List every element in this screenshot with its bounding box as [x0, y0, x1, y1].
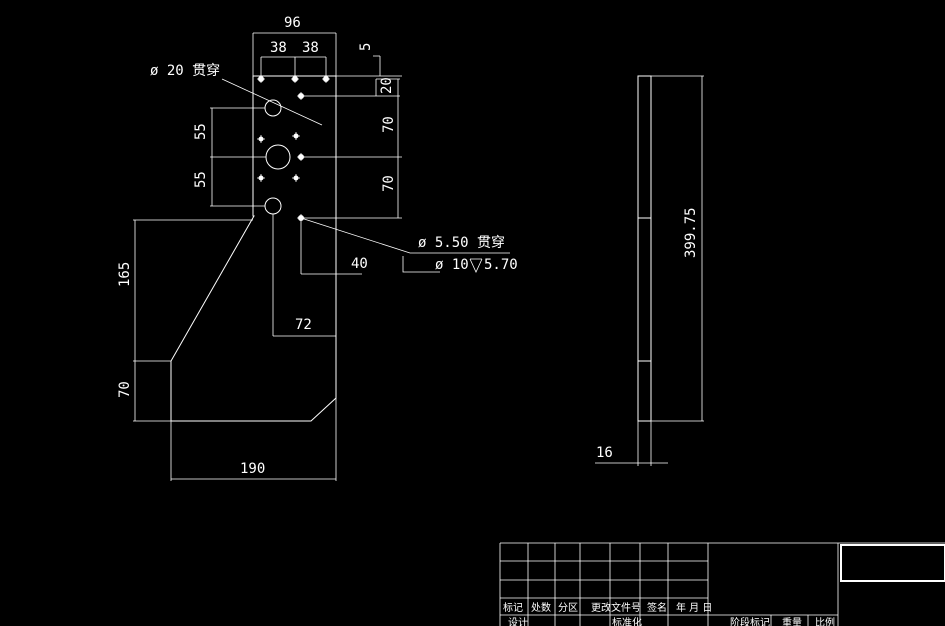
dim-165: 165 — [117, 262, 133, 287]
tb-header-mark: 标记 — [503, 602, 523, 614]
dim-72: 72 — [295, 317, 312, 333]
depth-symbol-icon — [469, 258, 483, 273]
title-block-grid — [499, 542, 945, 626]
tb-design: 设计 — [508, 616, 528, 626]
dim-38-b: 38 — [302, 40, 319, 56]
side-view: 399.75 16 — [595, 75, 704, 466]
dim-lines-bottom — [170, 214, 362, 481]
hole-center-large — [265, 144, 291, 170]
front-view: 96 38 38 5 20 70 70 55 55 165 70 190 72 … — [117, 15, 518, 481]
callout-hole-5-50: ø 5.50 贯穿 — [418, 235, 505, 251]
callout-counterbore: ø 10 — [435, 257, 469, 273]
leader-lines — [221, 78, 510, 273]
tb-standard: 标准化 — [612, 616, 642, 626]
dim-5: 5 — [358, 43, 374, 51]
side-dim-lines — [595, 75, 704, 466]
dim-16: 16 — [596, 445, 613, 461]
title-block: 标记 处数 分区 更改文件号 签名 年 月 日 设计 标准化 阶段标记 重量 比… — [499, 542, 945, 626]
hole-20-bottom — [264, 197, 282, 215]
dim-70-b: 70 — [381, 175, 397, 192]
side-plate-outline — [637, 75, 652, 422]
tb-header-sign: 签名 — [647, 601, 667, 614]
dim-38-a: 38 — [270, 40, 287, 56]
tb-header-zone: 分区 — [558, 602, 578, 614]
dim-55-a: 55 — [193, 123, 209, 140]
tb-header-date: 年 月 日 — [676, 601, 712, 614]
callout-hole-20: ø 20 贯穿 — [150, 63, 220, 79]
title-box — [840, 544, 945, 582]
dim-96: 96 — [284, 15, 301, 31]
dim-40: 40 — [351, 256, 368, 272]
dim-20: 20 — [379, 77, 395, 94]
tb-stage-mark: 阶段标记 — [730, 616, 770, 626]
dim-399-75: 399.75 — [683, 207, 699, 258]
dim-70-left: 70 — [117, 381, 133, 398]
dim-70-a: 70 — [381, 116, 397, 133]
dim-lines-top — [252, 32, 402, 219]
side-plate-divisions — [638, 217, 651, 362]
tb-header-change-doc: 更改文件号 — [591, 601, 641, 614]
callout-counterbore-depth: 5.70 — [484, 257, 518, 273]
tb-header-count: 处数 — [531, 601, 551, 614]
tb-weight: 重量 — [782, 616, 802, 626]
dim-lines-left — [133, 107, 266, 422]
dim-55-b: 55 — [193, 171, 209, 188]
tb-scale: 比例 — [815, 616, 835, 626]
dim-190: 190 — [240, 461, 265, 477]
